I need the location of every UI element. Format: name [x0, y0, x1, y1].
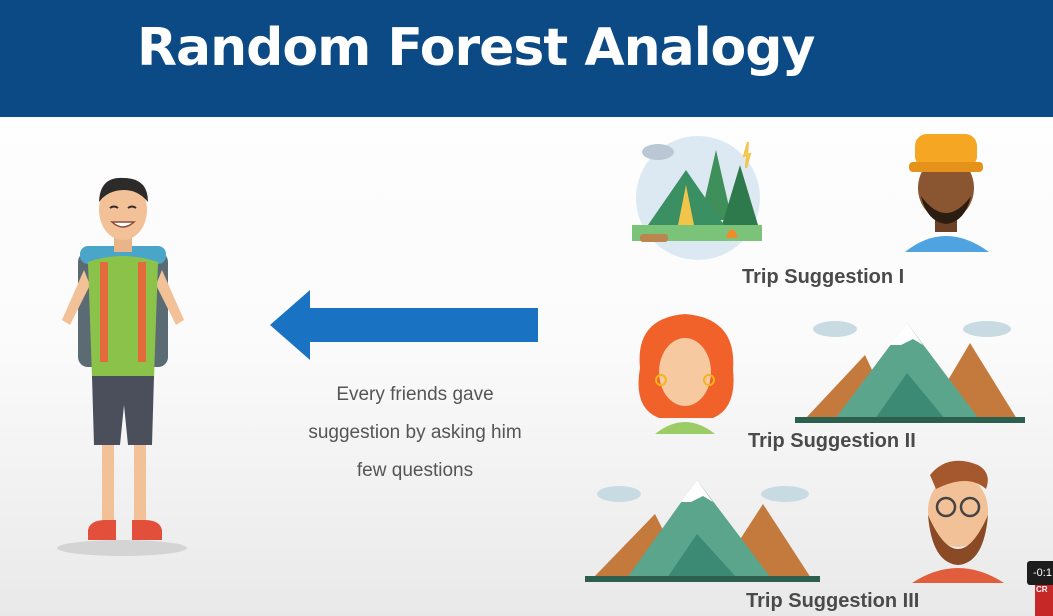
campsite-illustration: [632, 136, 762, 260]
channel-logo[interactable]: CR: [1035, 585, 1053, 616]
friend-avatar-beard: [912, 460, 1004, 583]
caption-text: Every friends gave suggestion by asking …: [280, 376, 550, 490]
slide-header: Random Forest Analogy: [0, 0, 1053, 117]
caption-line-2: suggestion by asking him: [308, 422, 522, 443]
trip-suggestion-3-label: Trip Suggestion III: [746, 590, 920, 612]
channel-logo-text: CR: [1036, 585, 1048, 594]
video-time-remaining: -0:1: [1027, 561, 1053, 585]
mountains-illustration-2: [795, 321, 1025, 423]
slide-title: Random Forest Analogy: [137, 18, 815, 78]
traveller-illustration: [57, 177, 187, 556]
friend-avatar-redhair: [638, 314, 734, 434]
caption-line-3: few questions: [356, 460, 474, 481]
mountains-illustration-3: [585, 480, 820, 582]
trip-suggestion-1-label: Trip Suggestion I: [742, 266, 905, 288]
caption-line-1: Every friends gave: [336, 384, 494, 405]
left-arrow-icon: [270, 290, 538, 360]
trip-suggestion-2-label: Trip Suggestion II: [748, 430, 916, 452]
friend-avatar-cap: [905, 134, 989, 252]
